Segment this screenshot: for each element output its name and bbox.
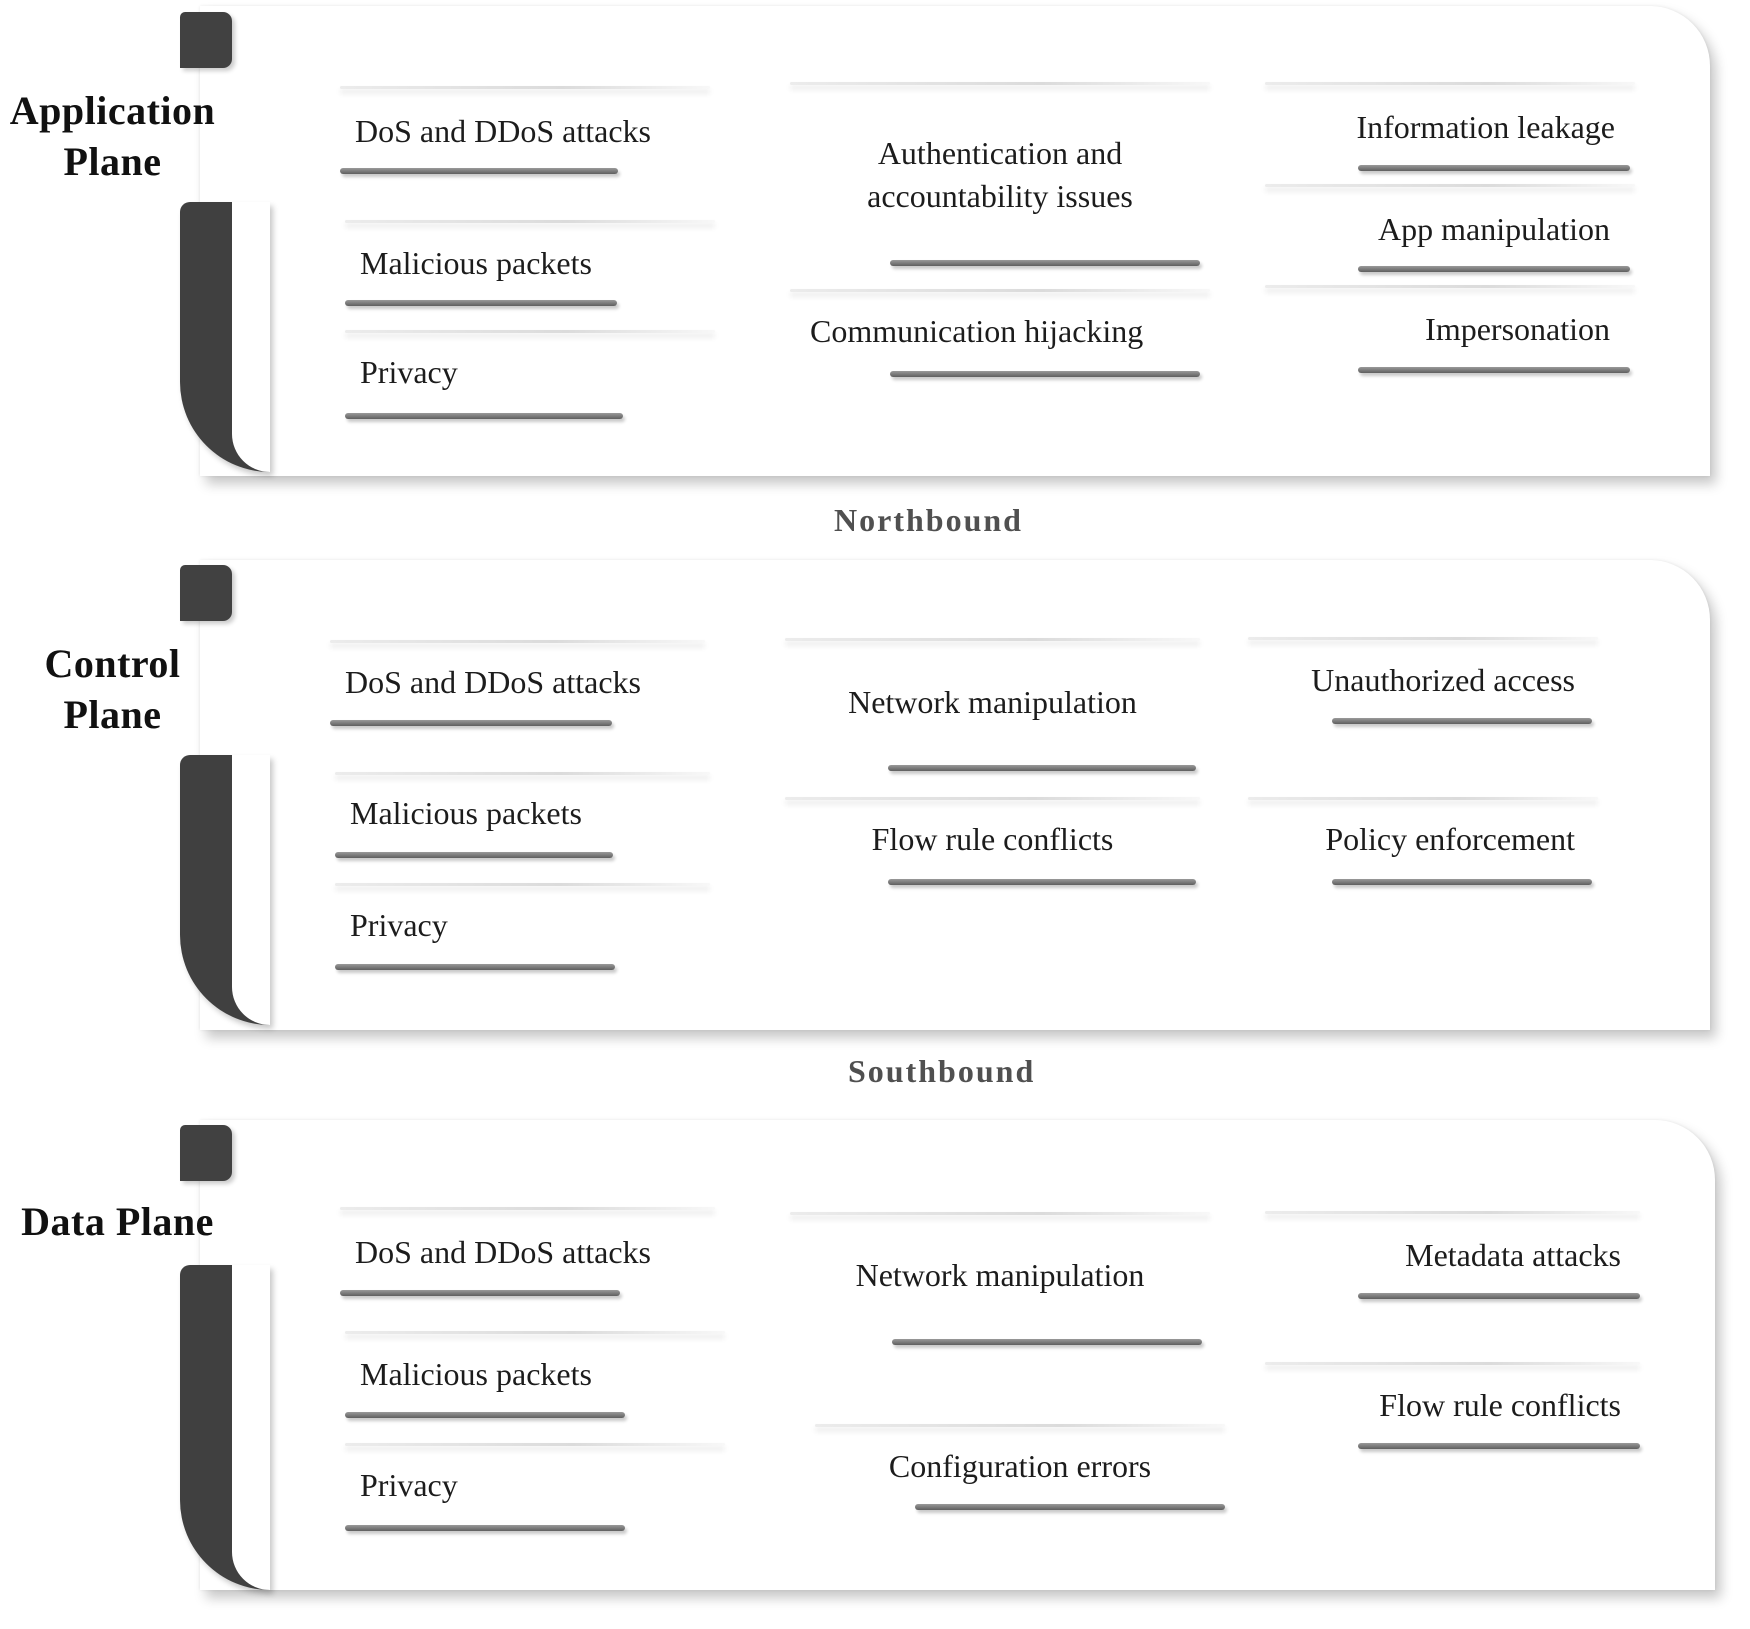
data-plane-bracket-bottom [180, 1265, 270, 1590]
data-plane-bracket-top [180, 1125, 232, 1181]
application-plane-label: Application Plane [9, 88, 216, 184]
application-plane-bracket-top [180, 12, 232, 68]
control-plane-bracket-bottom [180, 755, 270, 1025]
control-plane-bracket-top [180, 565, 232, 621]
data-plane-panel [200, 1120, 1715, 1590]
southbound-interface-label: Southbound [848, 1053, 1036, 1089]
control-plane-label: Control Plane [44, 641, 181, 737]
data-plane-label: Data Plane [21, 1199, 214, 1244]
application-plane-bracket-bottom [180, 202, 270, 472]
northbound-interface-label: Northbound [834, 502, 1023, 538]
